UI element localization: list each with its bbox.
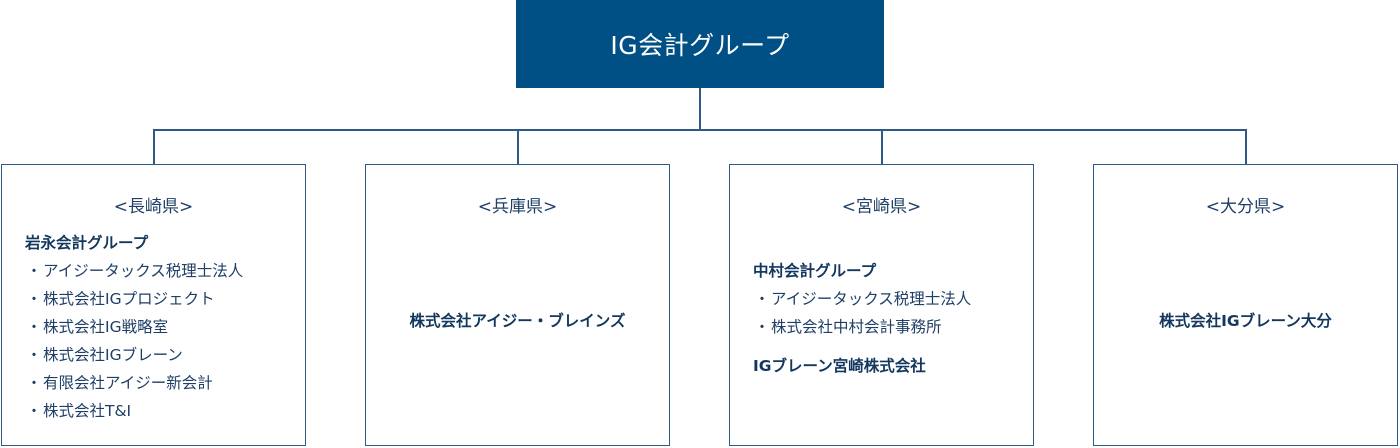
- company-list-nagasaki: アイジータックス税理士法人 株式会社IGプロジェクト 株式会社IG戦略室 株式会…: [25, 257, 297, 425]
- connector-nagasaki: [153, 130, 155, 164]
- list-item: 有限会社アイジー新会計: [25, 369, 297, 397]
- list-item: 株式会社中村会計事務所: [753, 313, 1027, 341]
- region-content-miyazaki: 中村会計グループ アイジータックス税理士法人 株式会社中村会計事務所 IGブレー…: [753, 260, 1027, 377]
- company-name-miyazaki: IGブレーン宮崎株式会社: [753, 357, 926, 375]
- region-name-oita: <大分県>: [1205, 197, 1286, 217]
- region-box-miyazaki: <宮崎県> 中村会計グループ アイジータックス税理士法人 株式会社中村会計事務所…: [729, 164, 1034, 446]
- region-content-nagasaki: 岩永会計グループ アイジータックス税理士法人 株式会社IGプロジェクト 株式会社…: [25, 232, 297, 425]
- region-box-nagasaki: <長崎県> 岩永会計グループ アイジータックス税理士法人 株式会社IGプロジェク…: [1, 164, 306, 446]
- region-name-nagasaki: <長崎県>: [113, 197, 194, 217]
- list-item: 株式会社IGプロジェクト: [25, 285, 297, 313]
- group-title: IG会計グループ: [610, 31, 790, 60]
- connector-miyazaki: [881, 130, 883, 164]
- connector-horizontal: [153, 129, 1247, 131]
- list-item: 株式会社IG戦略室: [25, 313, 297, 341]
- company-list-miyazaki: アイジータックス税理士法人 株式会社中村会計事務所: [753, 285, 1027, 341]
- company-name-oita: 株式会社IGブレーン大分: [1159, 312, 1332, 330]
- list-item: 株式会社IGブレーン: [25, 341, 297, 369]
- list-item: 株式会社T&I: [25, 397, 297, 425]
- list-item: アイジータックス税理士法人: [25, 257, 297, 285]
- region-box-hyogo: <兵庫県> 株式会社アイジー・ブレインズ: [365, 164, 670, 446]
- company-name-hyogo: 株式会社アイジー・ブレインズ: [409, 312, 626, 330]
- group-name-nakamura: 中村会計グループ: [753, 262, 877, 280]
- region-box-oita: <大分県> 株式会社IGブレーン大分: [1093, 164, 1398, 446]
- group-name-iwanaga: 岩永会計グループ: [25, 234, 149, 252]
- connector-hyogo: [517, 130, 519, 164]
- region-name-hyogo: <兵庫県>: [477, 197, 558, 217]
- group-title-box: IG会計グループ: [516, 0, 884, 88]
- connector-oita: [1245, 130, 1247, 164]
- region-name-miyazaki: <宮崎県>: [841, 197, 922, 217]
- connector-main-vertical: [699, 88, 701, 130]
- list-item: アイジータックス税理士法人: [753, 285, 1027, 313]
